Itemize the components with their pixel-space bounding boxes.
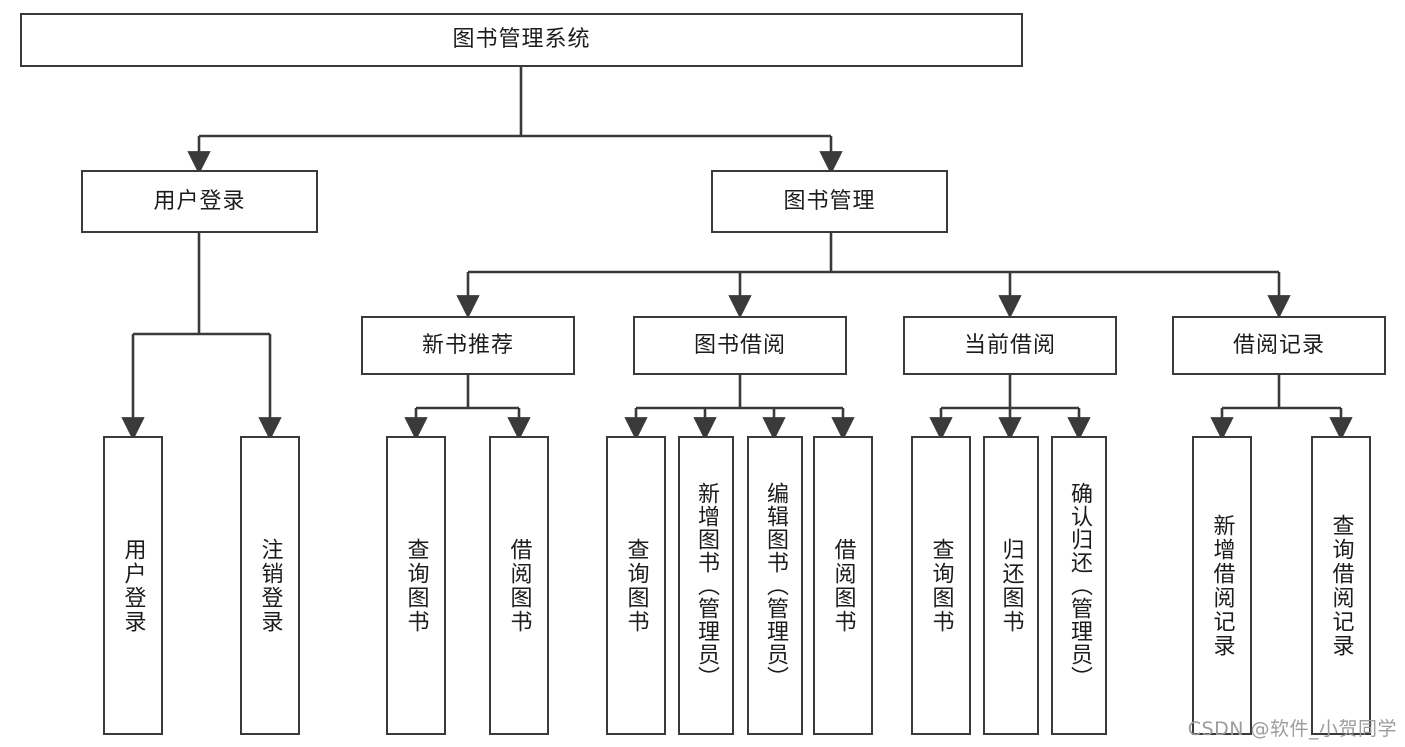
node-label: 归还图书 <box>998 537 1024 634</box>
leaf-new-book-query-book[interactable]: 查询图书 <box>386 436 446 735</box>
node-borrow-record[interactable]: 借阅记录 <box>1172 316 1386 375</box>
node-label: 编辑图书（管理员） <box>762 482 788 689</box>
node-label: 图书借阅 <box>693 332 786 358</box>
leaf-user-login-login[interactable]: 用户登录 <box>103 436 163 735</box>
node-label: 新增图书（管理员） <box>693 482 719 689</box>
node-label: 图书管理 <box>783 188 876 214</box>
leaf-current-borrow-return-book[interactable]: 归还图书 <box>983 436 1039 735</box>
node-user-login[interactable]: 用户登录 <box>81 170 318 233</box>
node-current-borrow[interactable]: 当前借阅 <box>903 316 1117 375</box>
node-label: 查询图书 <box>623 537 649 634</box>
node-label: 用户登录 <box>120 537 146 634</box>
node-root-book-management-system[interactable]: 图书管理系统 <box>20 13 1023 67</box>
csdn-watermark: CSDN @软件_小贺同学 <box>1187 718 1397 740</box>
node-label: 注销登录 <box>257 537 283 634</box>
node-book-borrow[interactable]: 图书借阅 <box>633 316 847 375</box>
node-label: 借阅图书 <box>506 537 532 634</box>
node-label: 当前借阅 <box>963 332 1056 358</box>
node-label: 图书管理系统 <box>452 27 591 53</box>
node-label: 查询图书 <box>403 537 429 634</box>
leaf-borrow-record-add-record[interactable]: 新增借阅记录 <box>1192 436 1252 735</box>
node-label: 用户登录 <box>153 188 246 214</box>
leaf-user-login-logout[interactable]: 注销登录 <box>240 436 300 735</box>
node-label: 借阅图书 <box>830 537 856 634</box>
node-label: 新增借阅记录 <box>1209 513 1235 658</box>
node-new-book-recommend[interactable]: 新书推荐 <box>361 316 575 375</box>
leaf-new-book-borrow-book[interactable]: 借阅图书 <box>489 436 549 735</box>
leaf-borrow-record-query-record[interactable]: 查询借阅记录 <box>1311 436 1371 735</box>
node-label: 查询图书 <box>928 537 954 634</box>
node-label: 新书推荐 <box>421 332 514 358</box>
node-book-management[interactable]: 图书管理 <box>711 170 948 233</box>
node-label: 借阅记录 <box>1232 332 1325 358</box>
node-label: 确认归还（管理员） <box>1066 482 1092 689</box>
leaf-book-borrow-borrow-book[interactable]: 借阅图书 <box>813 436 873 735</box>
leaf-book-borrow-edit-book-admin[interactable]: 编辑图书（管理员） <box>747 436 803 735</box>
leaf-book-borrow-add-book-admin[interactable]: 新增图书（管理员） <box>678 436 734 735</box>
leaf-current-borrow-query-book[interactable]: 查询图书 <box>911 436 971 735</box>
node-label: 查询借阅记录 <box>1328 513 1354 658</box>
leaf-book-borrow-query-book[interactable]: 查询图书 <box>606 436 666 735</box>
leaf-current-borrow-confirm-return-admin[interactable]: 确认归还（管理员） <box>1051 436 1107 735</box>
